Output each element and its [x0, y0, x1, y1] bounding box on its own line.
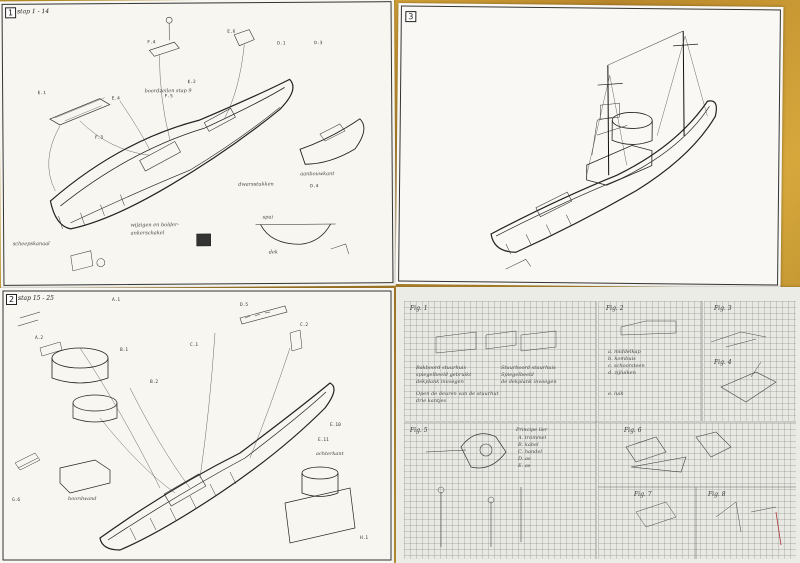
part-label: D.1 [277, 41, 286, 47]
figure-panel-2 [598, 301, 702, 421]
note: Bakboord stuurhuis [416, 365, 467, 371]
figure-label: Fig. 4 [714, 359, 732, 366]
figure-label: Fig. 6 [624, 427, 642, 434]
note: E. as [518, 463, 531, 469]
note: boordzeilen stap 9 [144, 88, 192, 95]
step-number-badge: 3 [405, 11, 417, 23]
figures-drawing [404, 301, 796, 559]
note: c. schoorsteen [608, 363, 645, 369]
note: ankerschakel [130, 230, 165, 237]
note: Stuurboord stuurhuis [501, 365, 556, 371]
note: aanbouwkant [300, 171, 335, 178]
note: d. zijluiken [608, 370, 636, 376]
figure-panel-6 [598, 423, 796, 559]
figure-panel-5 [404, 423, 596, 559]
note: B. kabel [518, 442, 539, 448]
note: A. trommel [518, 435, 547, 441]
note: drie kantjes [416, 398, 447, 404]
step-title: stap 1 - 14 [17, 8, 50, 16]
part-label: F.4 [147, 40, 156, 46]
part-label: E.11 [318, 438, 329, 443]
part-label: B.1 [120, 348, 129, 353]
part-label: E.4 [111, 96, 120, 102]
part-label: D.5 [240, 303, 249, 308]
note: scheepskanaal [12, 241, 50, 248]
note: b. kombuis [608, 356, 636, 362]
note: spiegelbeeld gebruikt [416, 372, 472, 378]
step-3-drawing [398, 5, 781, 286]
note: wijzigen en bolder- [130, 222, 180, 229]
figure-label: Fig. 5 [410, 427, 428, 434]
figure-label: Fig. 1 [410, 305, 428, 312]
step-number-badge: 1 [5, 7, 17, 19]
note: dekplank invoegen [416, 379, 464, 385]
figure-label: Fig. 2 [606, 305, 624, 312]
figure-label: Fig. 8 [708, 491, 726, 498]
instruction-sheet-figures: Fig. 1 Fig. 2 Fig. 3 Fig. 4 Fig. 5 Fig. … [396, 287, 800, 563]
part-label: A.1 [112, 298, 121, 303]
note: dek [268, 249, 278, 256]
step-number-badge: 2 [6, 294, 17, 305]
part-label: G.6 [12, 498, 21, 503]
part-label: H.1 [360, 536, 369, 541]
part-label: C.2 [300, 323, 309, 328]
note: Open de deuren van de stuurhut [416, 391, 499, 397]
part-label: C.1 [190, 343, 199, 348]
note: e. luik [608, 391, 624, 397]
figure-panel-3 [704, 301, 796, 421]
step-title: stap 15 - 25 [18, 295, 54, 302]
part-label: A.2 [35, 336, 44, 341]
figure-label: Fig. 3 [714, 305, 732, 312]
step-2-drawing [2, 290, 392, 561]
part-label: F.5 [164, 94, 173, 100]
part-label: D.4 [310, 184, 319, 190]
instruction-sheet-3: 3 [395, 2, 784, 289]
note: dwarsstukken [238, 181, 274, 188]
figure-label: Fig. 7 [634, 491, 652, 498]
note: Spiegelbeeld [501, 372, 534, 378]
note: boordwand [68, 496, 97, 502]
part-label: E.2 [187, 80, 196, 86]
instruction-sheet-1: 1 stap 1 - 14 E.1 E.4 F.3 F.4 F.5 E.2 E.… [0, 0, 396, 289]
note: C. handel [518, 449, 543, 455]
note: de dekplank invoegen [501, 379, 557, 385]
note: Principe lier [516, 427, 548, 433]
note: achterkant [316, 451, 344, 457]
part-label: E.6 [227, 29, 236, 35]
note: spui [262, 214, 274, 221]
part-label: F.3 [94, 135, 104, 141]
step-1-drawing [1, 1, 394, 286]
part-label: B.2 [150, 380, 159, 385]
part-label: E.1 [37, 91, 46, 97]
note: D. as [518, 456, 531, 462]
figure-panel-1 [404, 301, 596, 421]
note: a. middelkap [608, 349, 641, 355]
part-label: D.3 [314, 41, 323, 47]
part-label: E.10 [330, 423, 341, 428]
instruction-sheet-2: 2 stap 15 - 25 A.1 A.2 B.1 B.2 C.1 C.2 D… [0, 288, 394, 563]
